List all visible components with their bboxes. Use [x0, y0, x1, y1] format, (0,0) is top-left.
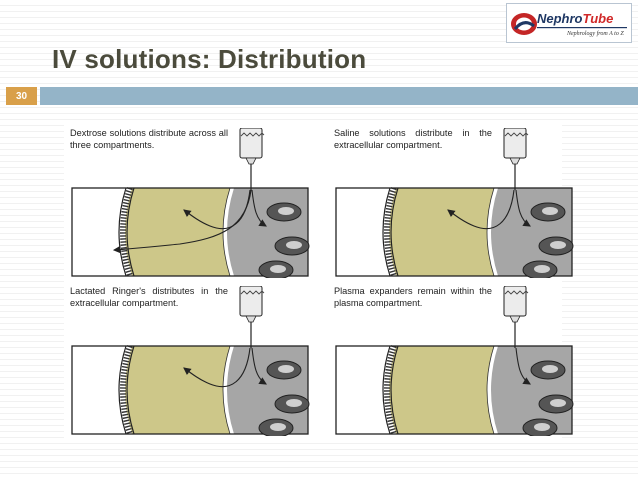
- nephrotube-logo-icon: [511, 13, 627, 35]
- panel-lactated-ringers: Lactated Ringer's distributes in the ext…: [70, 285, 310, 438]
- logo-name: NephroTube: [537, 11, 614, 26]
- logo-tagline: Nephrology from A to Z: [567, 31, 624, 37]
- panel-saline: Saline solutions distribute in the extra…: [334, 127, 574, 280]
- panel-caption: Lactated Ringer's distributes in the ext…: [70, 286, 228, 308]
- red-blood-cell-icon: [258, 418, 294, 438]
- compartment-diagram: [335, 285, 574, 438]
- figure-area: Dextrose solutions distribute across all…: [64, 122, 574, 440]
- red-blood-cell-icon: [530, 202, 566, 222]
- iv-bag-icon: [239, 127, 265, 165]
- red-blood-cell-icon: [274, 236, 310, 256]
- red-blood-cell-icon: [522, 260, 558, 280]
- compartment-frame: [71, 345, 309, 435]
- compartment-diagram: [71, 285, 310, 438]
- red-blood-cell-icon: [274, 394, 310, 414]
- cell-membrane: [120, 187, 133, 277]
- compartment-diagram: [71, 127, 310, 280]
- capillary-wall: [223, 187, 234, 277]
- interstitial-compartment: [389, 188, 494, 276]
- capillary-wall: [223, 345, 234, 435]
- slide-number: 30: [15, 90, 28, 102]
- red-blood-cell-icon: [538, 236, 574, 256]
- compartment-frame: [335, 345, 573, 435]
- panel-caption: Dextrose solutions distribute across all…: [70, 128, 228, 150]
- flow-arrow-icon: [183, 189, 251, 230]
- capillary-wall: [487, 345, 498, 435]
- nephrotube-logo: NephroTube Nephrology from A to Z: [506, 3, 632, 43]
- compartment-diagram: [335, 127, 574, 280]
- panel-caption: Plasma expanders remain within the plasm…: [334, 286, 492, 308]
- panel-plasma-expanders: Plasma expanders remain within the plasm…: [334, 285, 574, 438]
- cell-membrane: [384, 187, 397, 277]
- title-divider-bar: [40, 87, 638, 105]
- red-blood-cell-icon: [530, 360, 566, 380]
- compartment-frame: [71, 187, 309, 277]
- slide-title: IV solutions: Distribution: [52, 44, 367, 74]
- iv-bag-icon: [239, 285, 265, 323]
- flow-arrow-icon: [447, 189, 515, 230]
- red-blood-cell-icon: [266, 360, 302, 380]
- interstitial-compartment: [389, 346, 494, 434]
- interstitial-compartment: [125, 346, 230, 434]
- flow-arrow-icon: [515, 189, 531, 227]
- red-blood-cell-icon: [522, 418, 558, 438]
- panel-caption: Saline solutions distribute in the extra…: [334, 128, 492, 150]
- iv-bag-icon: [503, 285, 529, 323]
- cell-membrane: [384, 345, 397, 435]
- compartment-frame: [335, 187, 573, 277]
- red-blood-cell-icon: [538, 394, 574, 414]
- red-blood-cell-icon: [258, 260, 294, 280]
- panel-dextrose: Dextrose solutions distribute across all…: [70, 127, 310, 280]
- flow-arrow-icon: [251, 347, 267, 385]
- iv-bag-icon: [503, 127, 529, 165]
- interstitial-compartment: [125, 188, 230, 276]
- flow-arrow-icon: [183, 347, 251, 388]
- slide-number-badge: 30: [6, 87, 37, 105]
- cell-membrane: [120, 345, 133, 435]
- flow-arrow-icon: [251, 189, 267, 227]
- capillary-wall: [487, 187, 498, 277]
- flow-arrow-icon: [515, 347, 531, 385]
- red-blood-cell-icon: [266, 202, 302, 222]
